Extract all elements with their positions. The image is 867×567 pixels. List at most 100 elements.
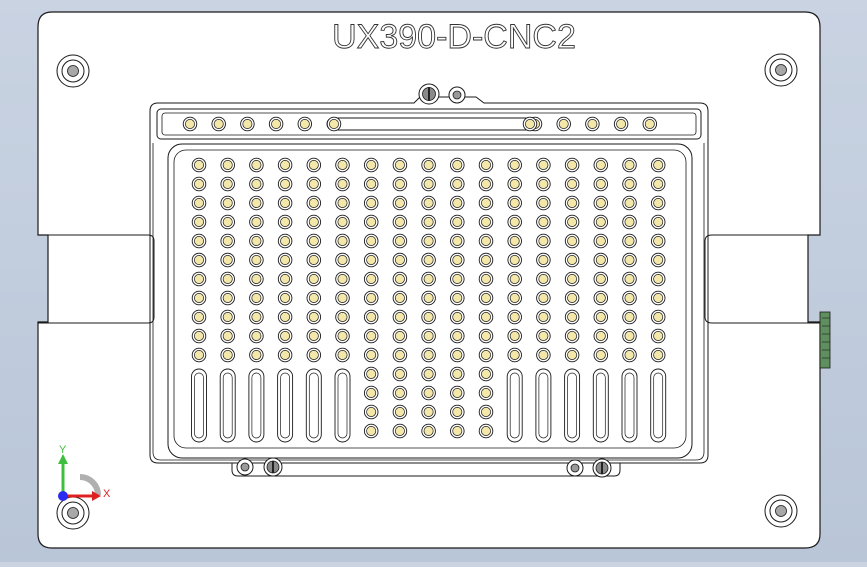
tray-pin: [507, 214, 522, 230]
rail-pin: [556, 116, 571, 132]
rail-pin: [613, 116, 629, 132]
tray-pin: [249, 271, 264, 287]
tray-pin: [650, 252, 666, 268]
tray-pin: [478, 214, 494, 230]
rail-pin: [642, 116, 658, 132]
top-dowel: [448, 86, 466, 104]
bottom-right-dowel: [566, 459, 584, 477]
tray-slot: [277, 368, 294, 443]
tray-pin: [363, 347, 379, 363]
tray-pin: [507, 233, 522, 249]
tray-pin: [450, 157, 465, 173]
tray-pin: [249, 176, 264, 192]
tray-pin: [335, 176, 350, 192]
tray-pin: [622, 271, 637, 287]
tray-pin: [564, 290, 580, 306]
tray-pin: [478, 271, 494, 287]
tray-pin: [650, 347, 666, 363]
tray-pin: [191, 195, 207, 211]
tray-pin: [421, 328, 436, 344]
tray-pin: [478, 309, 494, 325]
tray-pin: [335, 271, 350, 287]
tray-pin: [450, 328, 465, 344]
tray-pin: [277, 290, 293, 306]
tray-pin: [650, 271, 666, 287]
rail-pins: [182, 116, 658, 132]
tray-pin: [363, 385, 379, 401]
tray-pin: [536, 157, 551, 173]
tray-pin: [363, 195, 379, 211]
tray-pin: [191, 252, 207, 268]
tray-pin: [450, 176, 465, 192]
tray-pin: [191, 233, 207, 249]
tray-pin: [507, 328, 522, 344]
tray-pin: [593, 157, 609, 173]
tray-pin: [593, 271, 609, 287]
tray-pin: [191, 309, 207, 325]
tray-pin: [507, 252, 522, 268]
tray-outline: [167, 143, 693, 459]
tray-pin: [335, 233, 350, 249]
tray-pin: [421, 157, 436, 173]
tray-pin: [277, 271, 293, 287]
tray-pin: [306, 176, 322, 192]
tray-pin: [277, 328, 293, 344]
tray-pin: [335, 195, 350, 211]
tray-pin: [507, 290, 522, 306]
tray-pin: [191, 328, 207, 344]
tray-pin: [392, 214, 408, 230]
tray-pin: [421, 252, 436, 268]
tray-pin: [249, 290, 264, 306]
tray-pin: [392, 347, 408, 363]
tray-pin: [593, 233, 609, 249]
tray-pin: [277, 195, 293, 211]
tray-pin: [220, 347, 235, 363]
tray-pin: [191, 271, 207, 287]
tray-slot: [219, 368, 236, 443]
x-axis-label: X: [103, 488, 111, 500]
tray-pin: [593, 290, 609, 306]
side-clamp: [819, 311, 831, 369]
top-screw: [418, 83, 440, 105]
tray-pin: [335, 309, 350, 325]
tray-pin: [335, 252, 350, 268]
tray-pin: [450, 309, 465, 325]
tray-pin: [450, 347, 465, 363]
tray-pin: [650, 214, 666, 230]
tray-pin: [478, 176, 494, 192]
tray-pin: [306, 233, 322, 249]
tray-pin: [622, 347, 637, 363]
tray-slot: [564, 368, 581, 443]
tray-pin: [392, 176, 408, 192]
tray-pin: [335, 328, 350, 344]
tray-pin: [220, 176, 235, 192]
tray-pin: [450, 271, 465, 287]
tray-pin: [478, 347, 494, 363]
axis-triad: Y X: [58, 444, 111, 501]
tray-pin: [306, 290, 322, 306]
tray-slot: [592, 368, 609, 443]
tray-pin: [220, 252, 235, 268]
tray-pin: [392, 385, 408, 401]
tray-pin: [220, 271, 235, 287]
tray-pin: [306, 195, 322, 211]
tray-pin: [363, 366, 379, 382]
tray-pin: [421, 271, 436, 287]
tray-pin: [363, 271, 379, 287]
tray-pin: [363, 309, 379, 325]
tray-pin: [478, 157, 494, 173]
tray-pin: [622, 176, 637, 192]
bottom-left-dowel: [236, 458, 254, 476]
tray-pin: [392, 309, 408, 325]
tray-pin: [421, 366, 436, 382]
tray-pin: [478, 385, 494, 401]
tray-slot: [334, 368, 351, 443]
tray-pin: [564, 157, 580, 173]
tray-pin: [421, 195, 436, 211]
tray-pin: [564, 233, 580, 249]
tray-pin: [306, 309, 322, 325]
pocket-inner-outline: [152, 143, 705, 461]
tray-pin: [536, 252, 551, 268]
